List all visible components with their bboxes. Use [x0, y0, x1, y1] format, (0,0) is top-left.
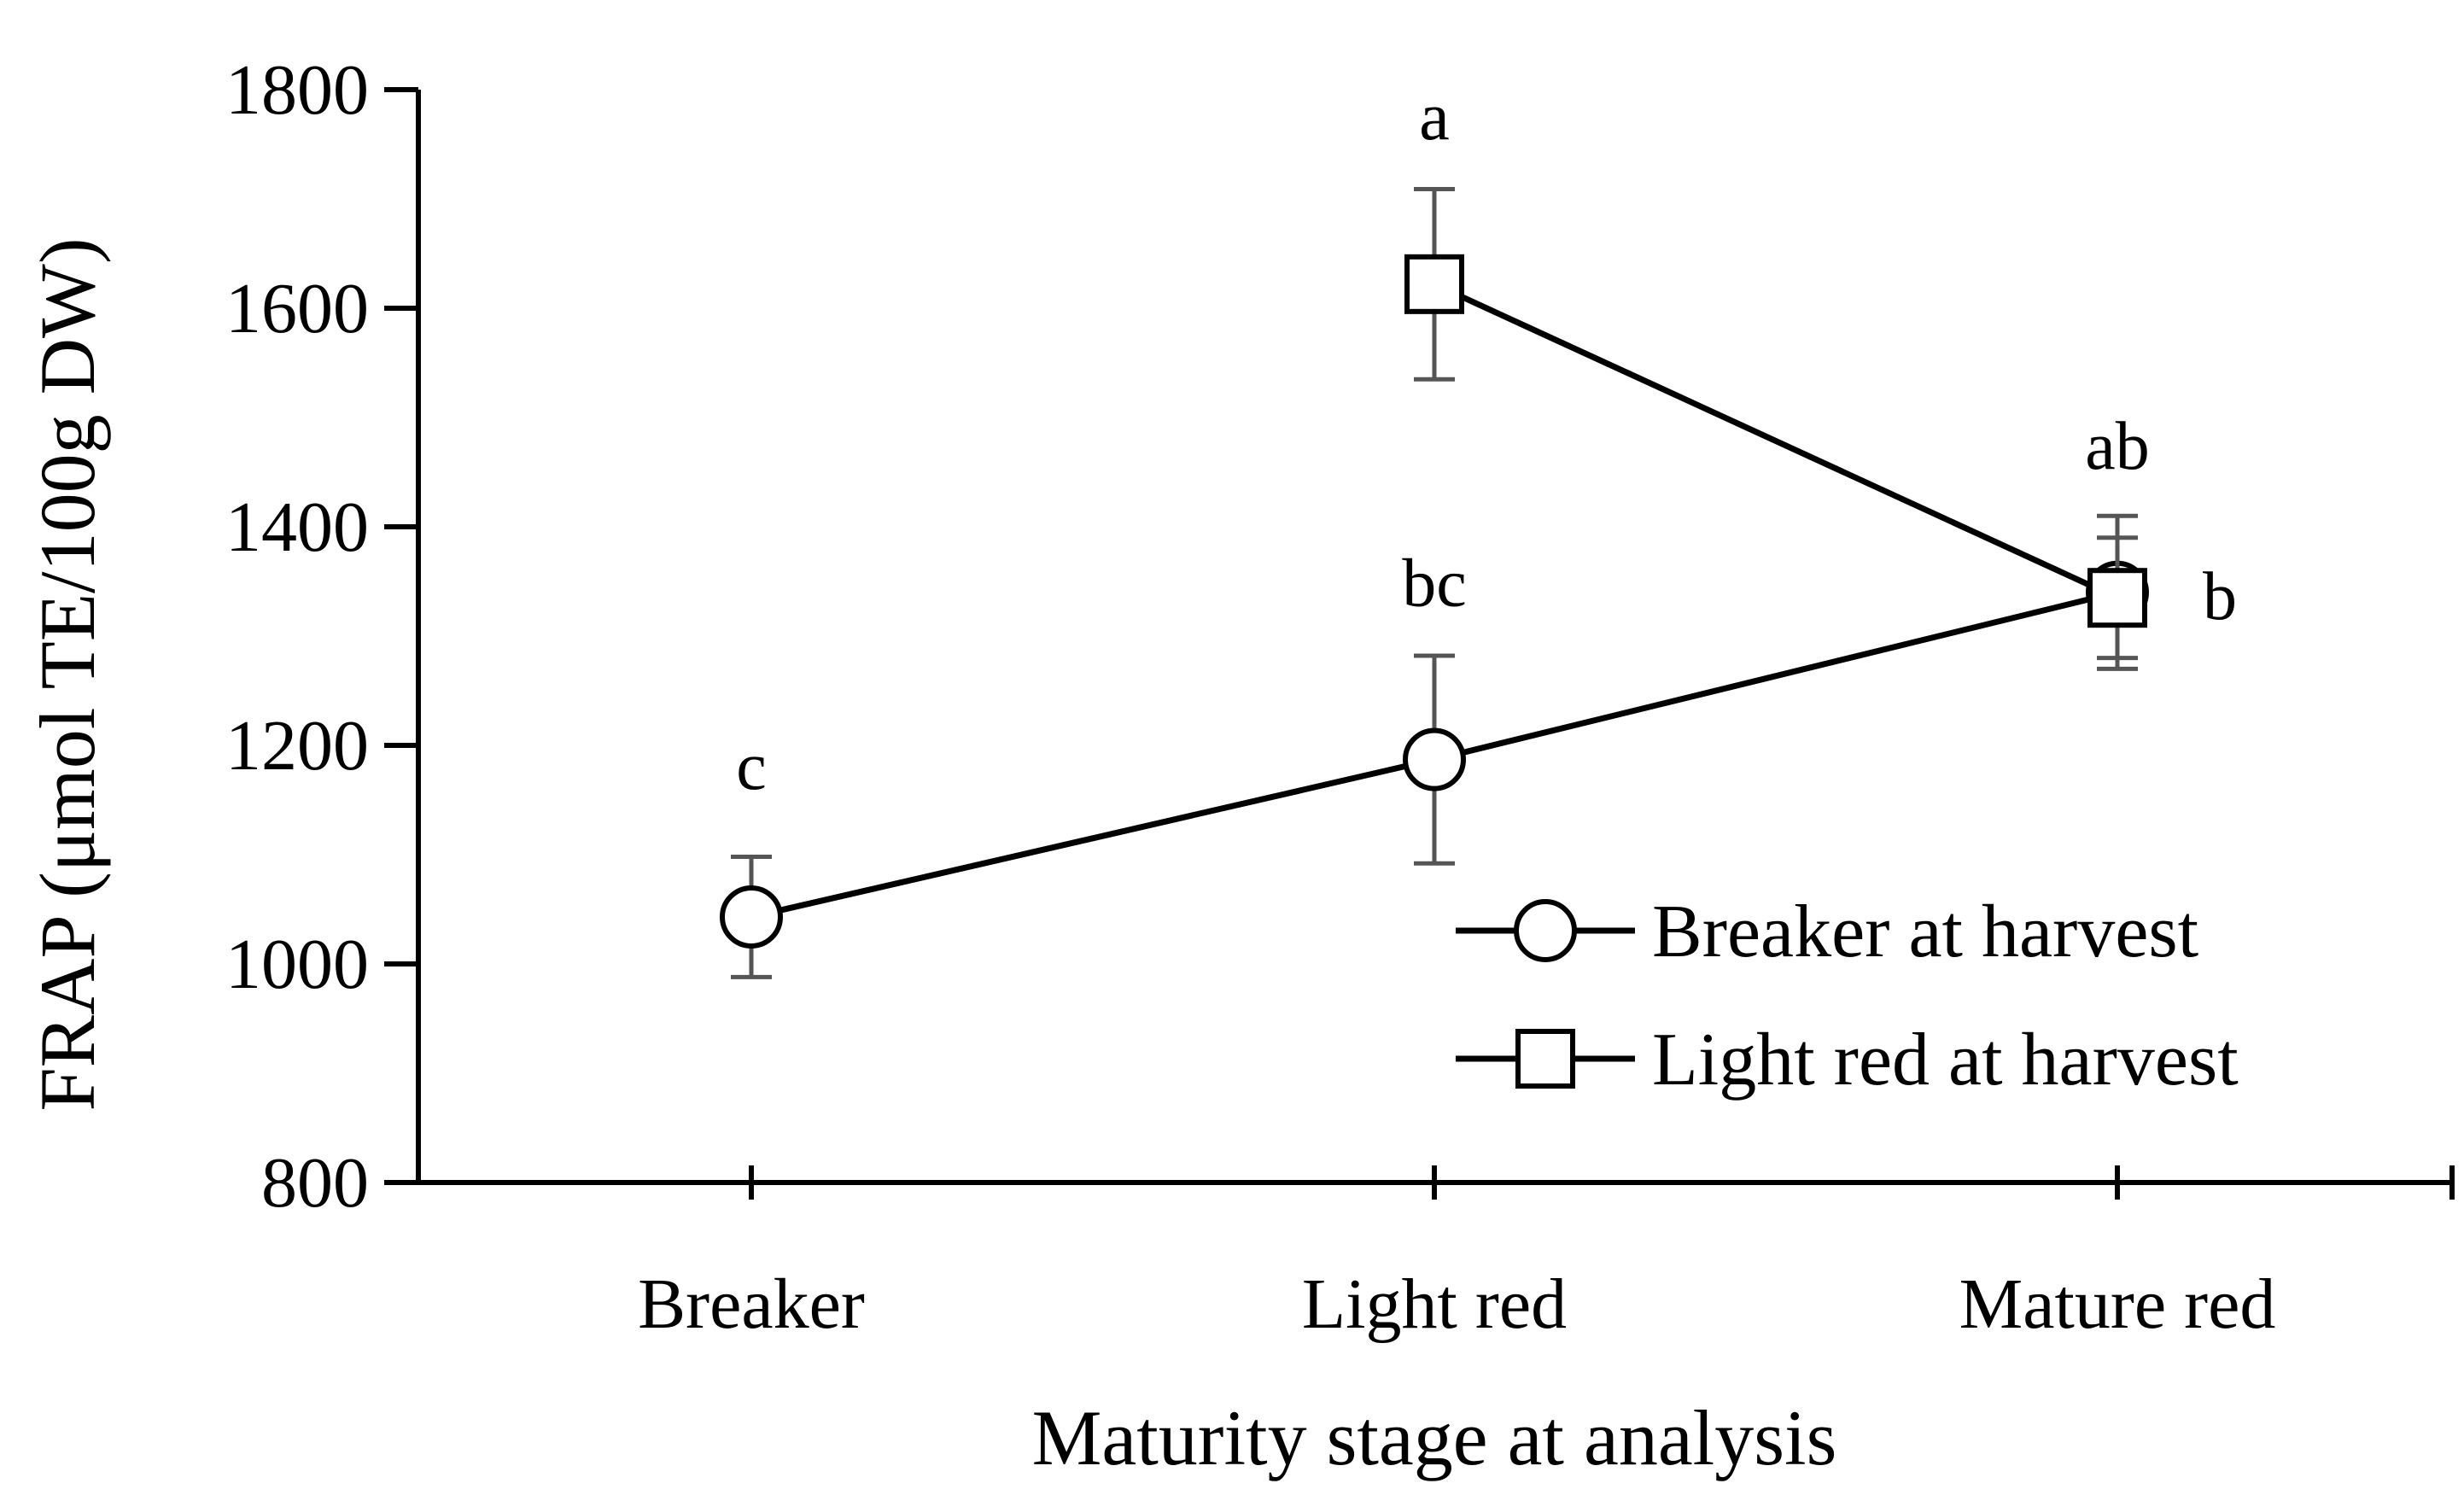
series-light-red-at-harvest: ab	[1404, 79, 2237, 661]
axes	[384, 87, 2455, 1200]
legend-item: Breaker at harvest	[1456, 891, 2198, 973]
y-tick-label: 1200	[225, 706, 369, 785]
legend-label: Breaker at harvest	[1652, 891, 2198, 973]
y-tick-label: 800	[261, 1143, 369, 1223]
y-tick-label: 1800	[225, 50, 369, 130]
legend-label: Light red at harvest	[1652, 1019, 2239, 1101]
significance-label: b	[2203, 559, 2237, 634]
y-axis-title: FRAP (μmol TE/100g DW)	[24, 237, 111, 1111]
data-point-square	[2087, 568, 2147, 628]
legend-circle-marker	[1514, 899, 1577, 962]
y-tick-label: 1000	[225, 925, 369, 1004]
x-axis-title: Maturity stage at analysis	[1032, 1394, 1837, 1481]
y-tick-label: 1600	[225, 269, 369, 348]
significance-label: a	[1419, 79, 1450, 155]
legend-square-marker	[1515, 1029, 1575, 1089]
significance-label: bc	[1402, 546, 1467, 622]
legend-item: Light red at harvest	[1456, 1019, 2239, 1101]
significance-label: c	[736, 729, 767, 804]
y-tick-label: 1400	[225, 488, 369, 567]
x-tick-label: Mature red	[1959, 1264, 2276, 1344]
x-tick-label: Light red	[1302, 1264, 1567, 1344]
series-breaker-at-harvest: c bc ab	[720, 409, 2150, 979]
data-point-square	[1404, 254, 1464, 314]
series-line	[1433, 281, 2119, 601]
x-tick-label: Breaker	[638, 1264, 865, 1344]
significance-label: ab	[2085, 409, 2150, 484]
data-point-circle	[720, 885, 783, 949]
data-point-circle	[1403, 727, 1466, 791]
